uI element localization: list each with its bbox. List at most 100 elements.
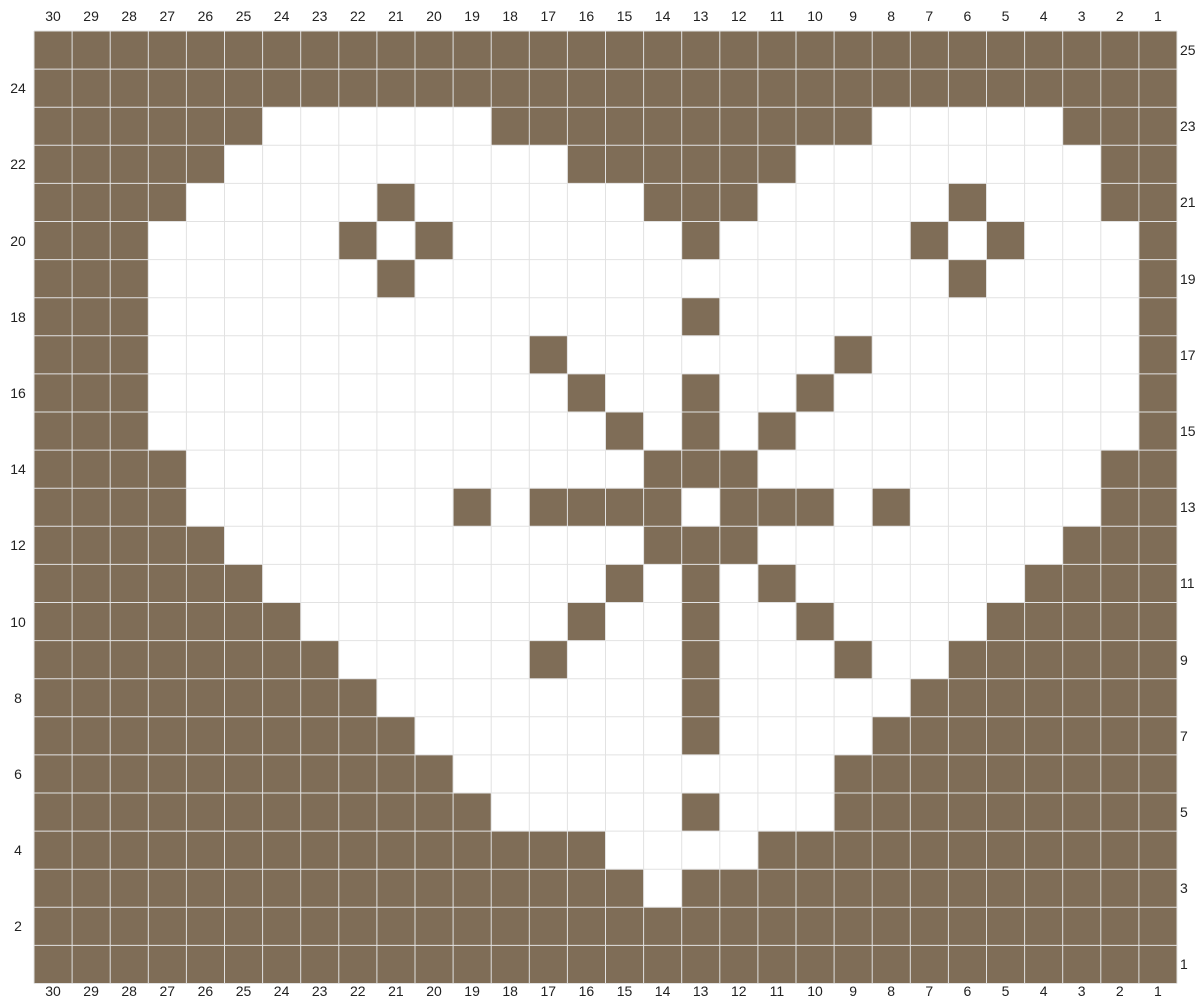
chart-cell [377,793,415,831]
chart-cell [339,183,377,221]
chart-cell [1063,336,1101,374]
chart-cell [910,641,948,679]
chart-cell [148,336,186,374]
column-label-top: 3 [1063,8,1101,24]
chart-cell [301,145,339,183]
chart-cell [872,603,910,641]
chart-cell [987,374,1025,412]
chart-cell [796,222,834,260]
chart-cell [377,222,415,260]
chart-cell [415,183,453,221]
chart-cell [186,603,224,641]
chart-cell [720,907,758,945]
chart-cell [263,564,301,602]
chart-cell [720,31,758,69]
chart-cell [758,945,796,983]
chart-cell [1139,641,1177,679]
chart-cell [34,793,72,831]
column-label-bottom: 25 [225,983,263,999]
chart-cell [606,450,644,488]
chart-cell [1025,488,1063,526]
chart-cell [796,831,834,869]
chart-cell [567,793,605,831]
chart-cell [834,222,872,260]
chart-cell [910,31,948,69]
row-label-right: 7 [1180,728,1202,744]
chart-cell [567,564,605,602]
chart-cell [225,641,263,679]
chart-cell [1025,603,1063,641]
chart-cell [453,603,491,641]
chart-cell [758,526,796,564]
chart-cell [1101,793,1139,831]
chart-cell [1025,831,1063,869]
column-label-bottom: 4 [1025,983,1063,999]
chart-cell [72,717,110,755]
chart-cell [758,412,796,450]
column-label-bottom: 10 [796,983,834,999]
chart-cell [987,31,1025,69]
chart-cell [453,526,491,564]
chart-cell [529,145,567,183]
chart-cell [948,755,986,793]
chart-cell [339,145,377,183]
chart-cell [1101,107,1139,145]
chart-cell [301,298,339,336]
column-label-bottom: 26 [186,983,224,999]
chart-cell [339,641,377,679]
chart-cell [225,603,263,641]
chart-cell [1101,945,1139,983]
chart-cell [453,450,491,488]
chart-cell [225,336,263,374]
column-label-bottom: 15 [606,983,644,999]
chart-cell [644,641,682,679]
chart-cell [415,679,453,717]
chart-cell [72,31,110,69]
chart-cell [72,69,110,107]
column-label-top: 17 [529,8,567,24]
chart-cell [1063,945,1101,983]
chart-cell [796,945,834,983]
chart-cell [301,641,339,679]
chart-cell [758,793,796,831]
chart-cell [225,793,263,831]
chart-cell [110,603,148,641]
chart-cell [415,488,453,526]
chart-cell [491,31,529,69]
column-label-top: 9 [834,8,872,24]
chart-cell [301,603,339,641]
chart-cell [1025,298,1063,336]
chart-cell [110,69,148,107]
chart-cell [720,564,758,602]
chart-cell [606,907,644,945]
chart-cell [1101,869,1139,907]
chart-cell [872,450,910,488]
row-label-left: 2 [3,918,33,934]
chart-cell [529,793,567,831]
chart-cell [987,907,1025,945]
column-label-top: 8 [872,8,910,24]
chart-cell [72,793,110,831]
chart-cell [1025,69,1063,107]
chart-cell [186,412,224,450]
chart-cell [1025,107,1063,145]
chart-cell [644,679,682,717]
chart-cell [225,183,263,221]
chart-cell [186,31,224,69]
chart-cell [186,641,224,679]
chart-cell [148,793,186,831]
column-label-top: 5 [987,8,1025,24]
chart-cell [110,336,148,374]
chart-cell [34,374,72,412]
chart-cell [415,526,453,564]
chart-cell [186,907,224,945]
chart-cell [567,298,605,336]
chart-cell [644,450,682,488]
chart-cell [415,793,453,831]
chart-cell [834,869,872,907]
chart-cell [339,717,377,755]
chart-cell [910,107,948,145]
chart-cell [415,298,453,336]
row-label-right: 15 [1180,423,1202,439]
chart-cell [567,641,605,679]
